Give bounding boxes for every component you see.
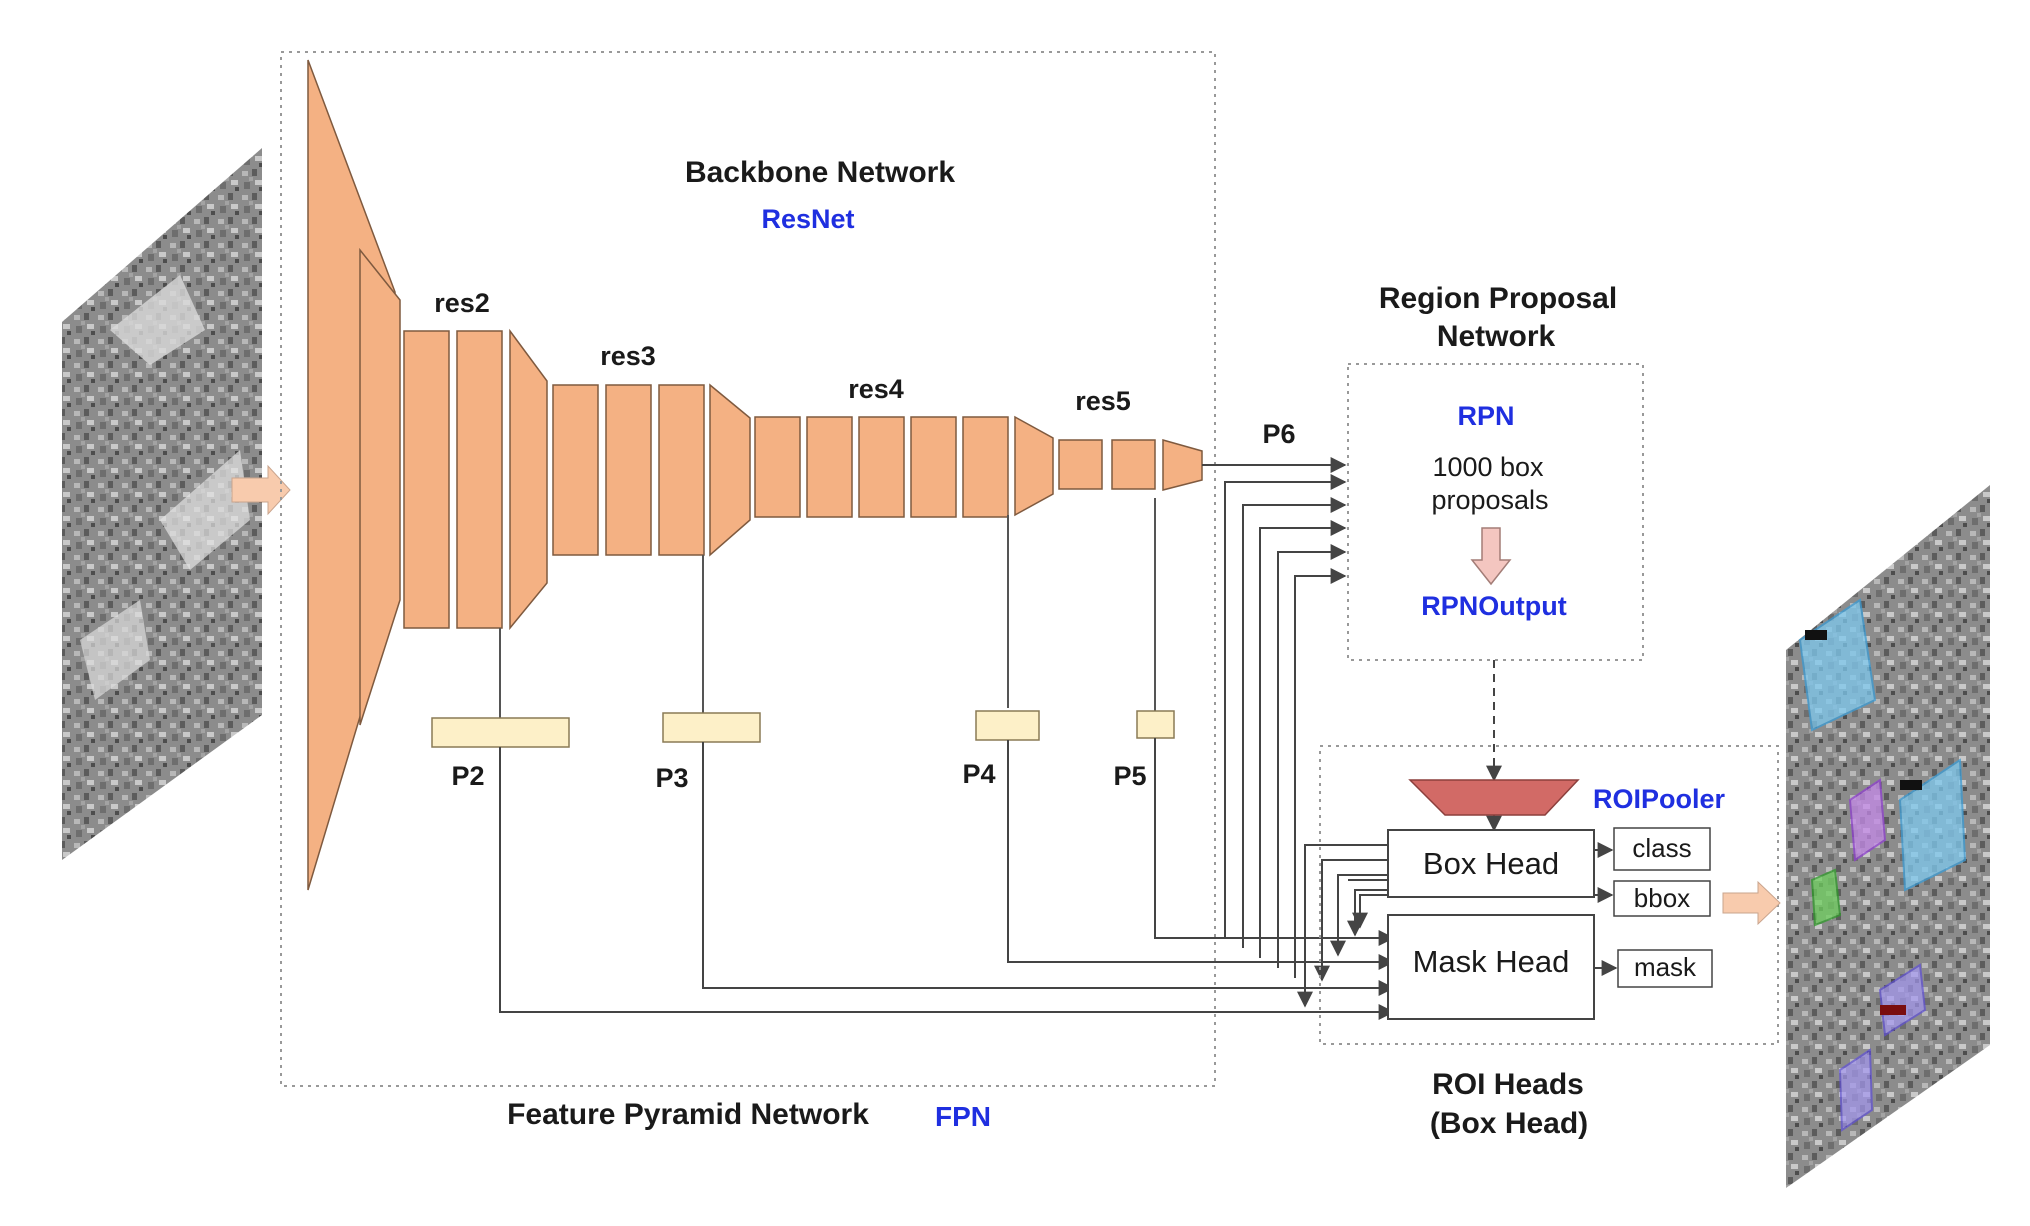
roi-pooler-label: ROIPooler [1593, 784, 1726, 814]
p4-label: P4 [962, 759, 995, 789]
res4-block-4 [910, 416, 957, 518]
res5-taper [1162, 439, 1203, 491]
fpn-title: Feature Pyramid Network [507, 1098, 869, 1131]
res3-block-2 [605, 384, 652, 556]
rpn-title-line2: Network [1437, 320, 1556, 353]
res2-block-1 [403, 330, 450, 629]
res4-block-3 [858, 416, 905, 518]
fpn-levels [431, 710, 1175, 748]
p2-label: P2 [451, 761, 484, 791]
res3-label: res3 [600, 341, 656, 371]
bbox-output-label: bbox [1634, 883, 1690, 913]
p5-label: P5 [1113, 761, 1146, 791]
mask-output-label: mask [1634, 952, 1697, 982]
res2-label: res2 [434, 288, 490, 318]
input-image [62, 148, 262, 860]
res3-block-3 [658, 384, 705, 556]
roi-title-line2: (Box Head) [1430, 1107, 1588, 1140]
rpn-proposals-line1: 1000 box [1432, 452, 1544, 482]
roi-title-line1: ROI Heads [1432, 1068, 1584, 1101]
output-arrow-icon [1722, 880, 1781, 926]
box-head [1387, 829, 1595, 898]
res4-block-2 [806, 416, 853, 518]
mask-output-box [1617, 949, 1713, 988]
stem-trapezoid-2 [359, 247, 401, 726]
class-output-label: class [1632, 833, 1691, 863]
backbone-title: Backbone Network [685, 156, 955, 189]
res3-block-1 [552, 384, 599, 556]
res3-taper [709, 383, 751, 557]
rpn-title-line1: Region Proposal [1379, 282, 1617, 315]
bbox-output-box [1613, 880, 1711, 917]
rpn-name: RPN [1457, 401, 1514, 431]
backbone-shapes [307, 59, 1203, 891]
roi-heads-boundary [1319, 745, 1779, 1045]
fpn-boundary [280, 51, 1216, 1087]
fpn-acronym: FPN [935, 1101, 991, 1132]
rpn-output: RPNOutput [1421, 591, 1566, 621]
p3-label: P3 [655, 763, 688, 793]
p2-bar [431, 717, 570, 748]
res4-block-1 [754, 416, 801, 518]
p3-bar [662, 712, 761, 743]
box-head-label: Box Head [1423, 846, 1559, 881]
output-image [1786, 485, 1990, 1188]
res5-label: res5 [1075, 386, 1131, 416]
mask-head-label: Mask Head [1413, 944, 1570, 979]
rpn-proposals-line2: proposals [1431, 485, 1548, 515]
p5-bar [1136, 710, 1175, 739]
backbone-subtitle: ResNet [761, 204, 854, 234]
class-output-box [1613, 827, 1711, 871]
res2-taper [509, 328, 548, 631]
rpn-boundary [1347, 363, 1644, 661]
roi-pooler-shape [1408, 779, 1580, 816]
res4-label: res4 [848, 374, 904, 404]
res5-block-1 [1058, 439, 1103, 490]
res4-block-5 [962, 416, 1009, 518]
p4-bar [975, 710, 1040, 741]
lateral-connectors [499, 498, 1156, 718]
input-arrow-icon [231, 464, 291, 516]
res5-block-2 [1111, 439, 1156, 490]
feature-routing [499, 457, 1618, 1020]
res4-taper [1014, 415, 1054, 517]
p6-label: P6 [1262, 419, 1295, 449]
mask-head [1387, 914, 1595, 1020]
res2-block-2 [456, 330, 503, 629]
rpn-down-arrow-icon [1470, 527, 1512, 586]
